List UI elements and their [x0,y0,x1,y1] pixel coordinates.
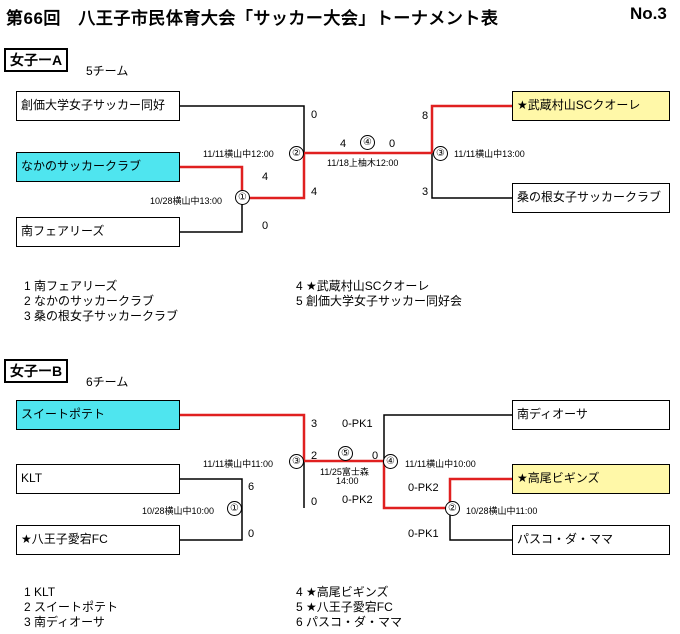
match-number: ④ [360,135,375,150]
team-box: 桑の根女子サッカークラブ [512,183,670,213]
match-number: ① [227,501,242,516]
page-title: 第66回 八王子市民体育大会「サッカー大会」トーナメント表 [6,9,499,28]
score: 0 [248,528,255,540]
page-number: No.3 [630,4,667,23]
line-b-team3 [180,508,243,541]
score: 2 [311,450,318,462]
team-box: ★高尾ビギンズ [512,464,670,494]
match-number: ④ [383,454,398,469]
match-schedule: 10/28横山中13:00 [150,196,223,206]
match-number: ③ [433,146,448,161]
team-box: ★八王子愛宕FC [16,525,180,555]
score: 0-PK2 [342,494,373,506]
score: 6 [248,481,255,493]
line-a-team3 [180,198,243,233]
match-number: ② [445,501,460,516]
match-number: ① [235,190,250,205]
list-item: 6 パスコ・ダ・ママ [296,615,403,629]
team-box: 南ディオーサ [512,400,670,430]
win-a-team4 [430,104,512,153]
list-item: 1 KLT [24,585,56,599]
line-a-team1 [180,105,305,153]
win-b-team1 [180,413,306,461]
score: 4 [311,186,318,198]
list-item: 4 ★高尾ビギンズ [296,585,389,599]
match-schedule: 11/18上柚木12:00 [327,158,399,168]
team-box: なかのサッカークラブ [16,152,180,182]
win-a-m1 [242,153,306,200]
score: 0 [311,109,318,121]
group-b-team-count: 6チーム [86,375,129,389]
list-item: 2 スイートポテト [24,600,119,614]
score: 0-PK1 [342,418,373,430]
team-box: パスコ・ダ・ママ [512,525,670,555]
score: 0-PK1 [408,528,439,540]
match-number: ⑤ [338,446,353,461]
team-box: 南フェアリーズ [16,217,180,247]
match-schedule: 11/11横山中10:00 [405,459,476,469]
list-item: 5 創価大学女子サッカー同好会 [296,294,463,308]
list-item: 5 ★八王子愛宕FC [296,600,393,614]
win-b-team5 [448,477,512,508]
line-b-team6 [449,508,512,541]
line-b-team2 [180,478,243,508]
list-item: 1 南フェアリーズ [24,279,118,293]
team-box: ★武蔵村山SCクオーレ [512,91,670,121]
team-box: 創価大学女子サッカー同好 [16,91,180,121]
match-schedule: 11/25富士森 [320,467,369,477]
list-item: 4 ★武蔵村山SCクオーレ [296,279,430,293]
match-schedule: 11/11横山中11:00 [203,459,274,469]
list-item: 2 なかのサッカークラブ [24,294,155,308]
group-a-team-count: 5チーム [86,64,129,78]
match-number: ② [289,146,304,161]
match-schedule: 11/11横山中13:00 [454,149,525,159]
team-list-left: 1 KLT 2 スイートポテト 3 南ディオーサ [24,585,118,630]
match-schedule: 10/28横山中11:00 [466,506,538,516]
win-b-m4 [304,459,450,510]
score: 4 [262,171,269,183]
team-list-right: 4 ★高尾ビギンズ 5 ★八王子愛宕FC 6 パスコ・ダ・ママ [296,585,402,630]
match-schedule: 14:00 [336,476,359,486]
match-schedule: 10/28横山中10:00 [142,506,215,516]
group-a-label: 女子ーA [4,48,69,72]
list-item: 3 桑の根女子サッカークラブ [24,309,179,323]
score: 0 [311,496,318,508]
score: 0 [372,450,379,462]
match-number: ③ [289,454,304,469]
score: 0 [389,138,396,150]
score: 8 [422,110,429,122]
match-schedule: 11/11横山中12:00 [203,149,274,159]
team-list-left: 1 南フェアリーズ 2 なかのサッカークラブ 3 桑の根女子サッカークラブ [24,279,178,324]
group-b-label: 女子ーB [4,359,69,383]
score: 0 [262,220,269,232]
score: 0-PK2 [408,482,439,494]
line-a-team5 [431,153,512,199]
team-box: KLT [16,464,180,494]
score: 3 [311,418,318,430]
score: 3 [422,186,429,198]
score: 4 [340,138,347,150]
team-list-right: 4 ★武蔵村山SCクオーレ 5 創価大学女子サッカー同好会 [296,279,462,309]
line-b-team4 [383,414,512,461]
team-box: スイートポテト [16,400,180,430]
list-item: 3 南ディオーサ [24,615,105,629]
win-a-team2 [180,165,244,198]
